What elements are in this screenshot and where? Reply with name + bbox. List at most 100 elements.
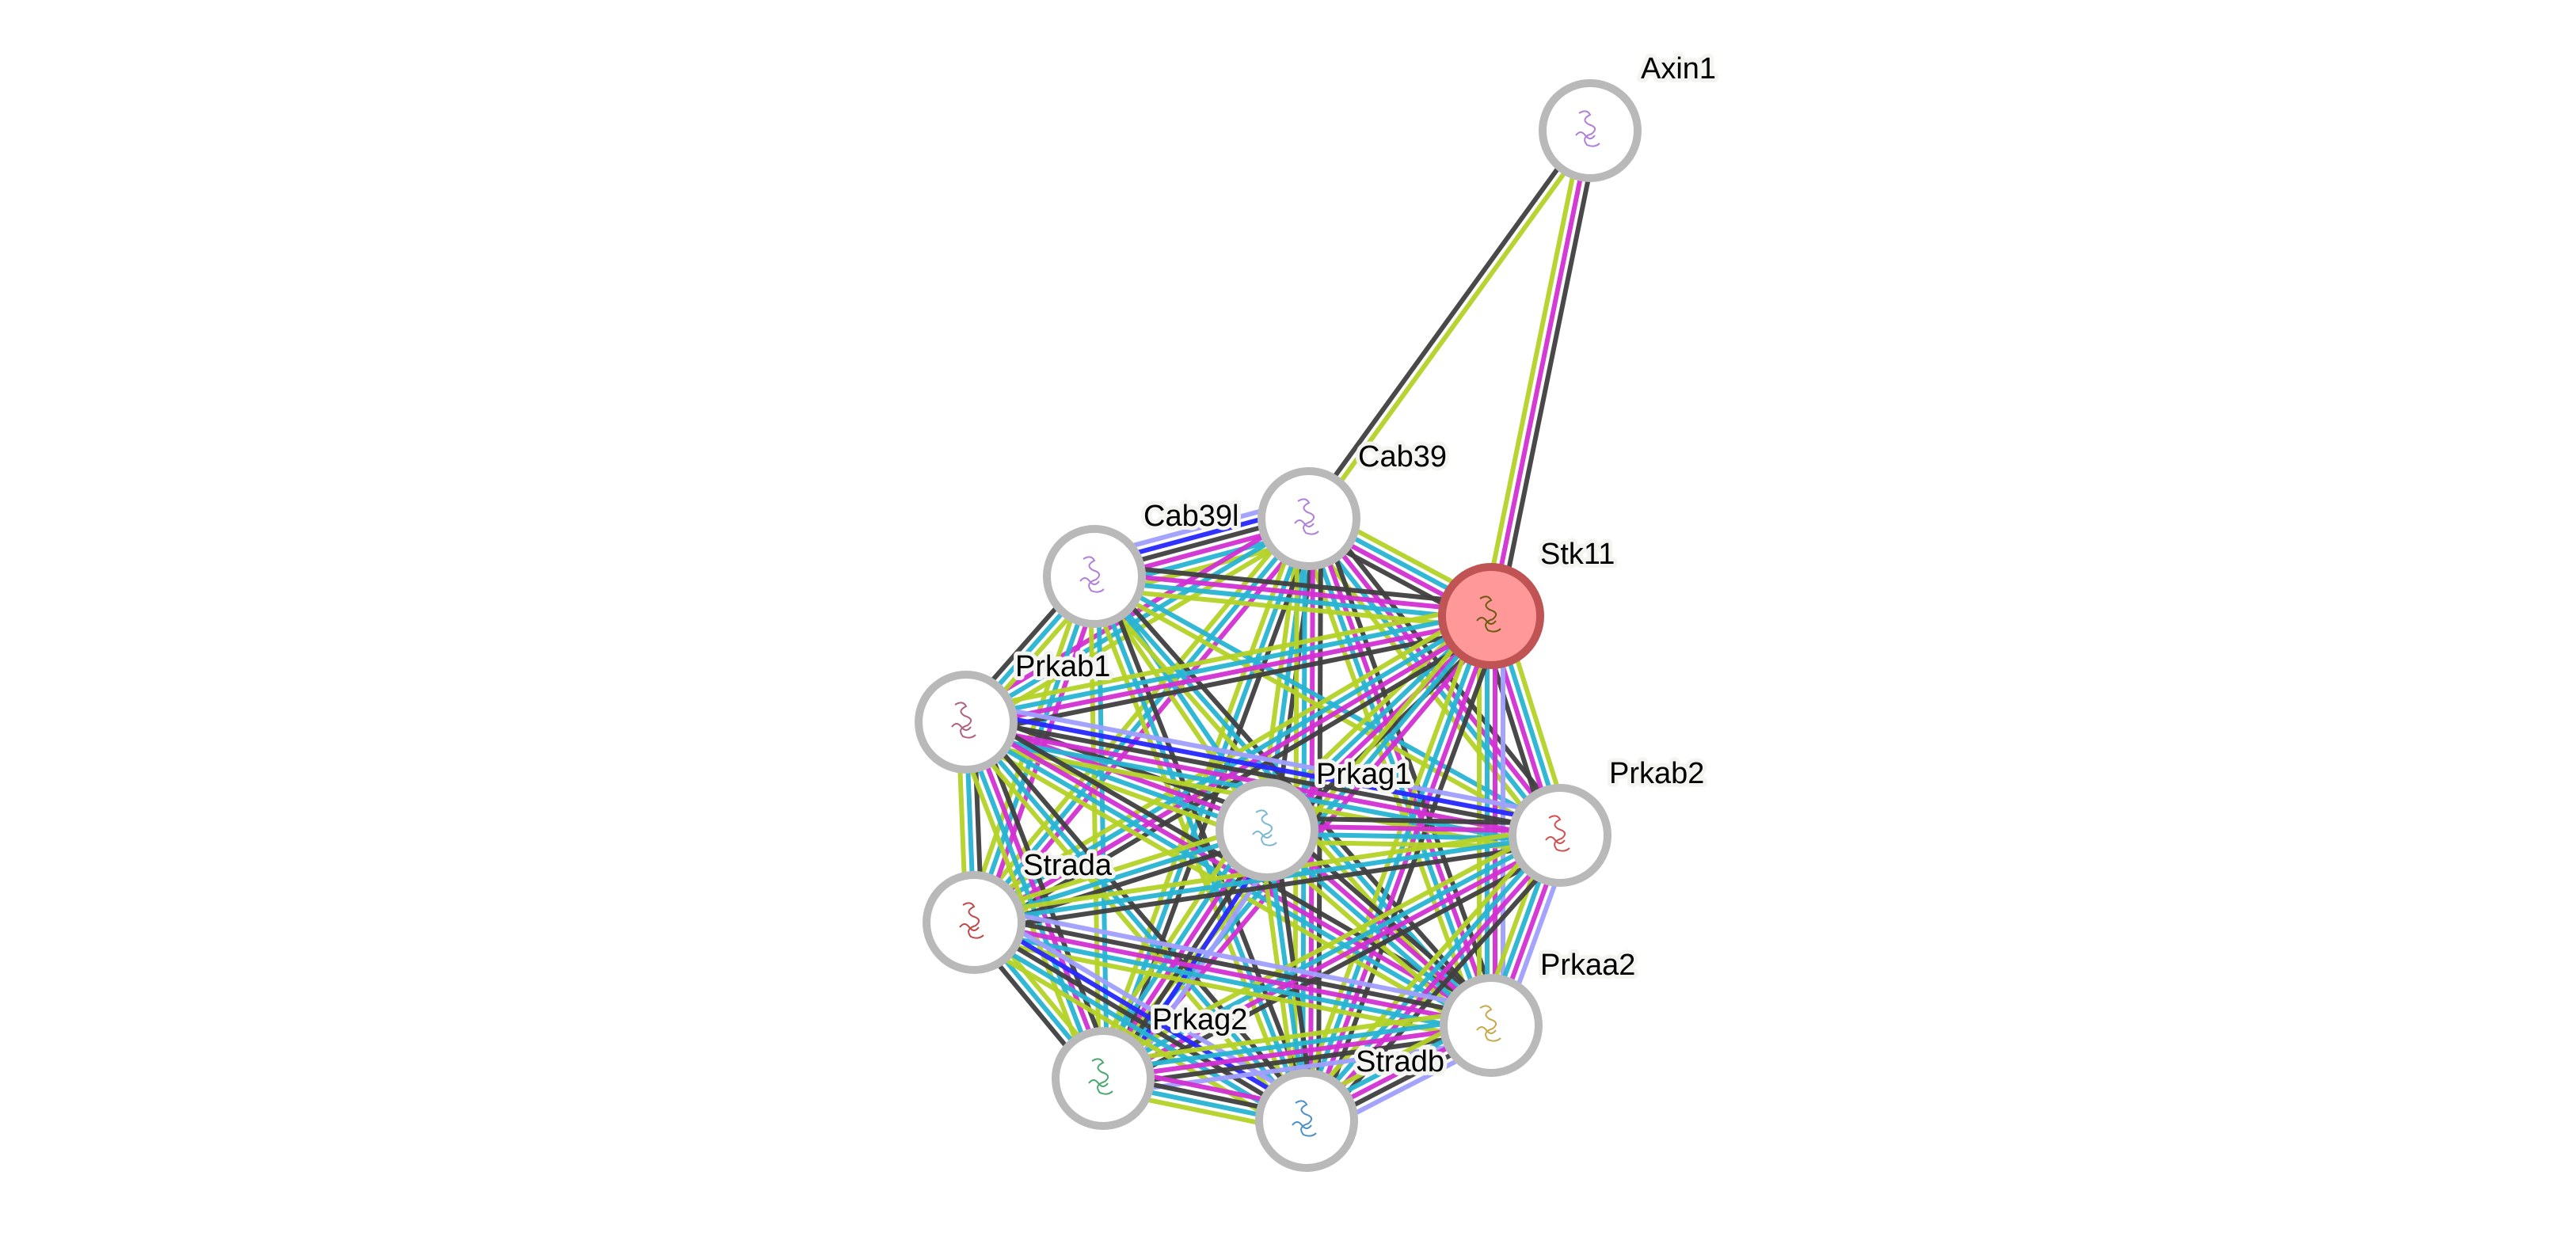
edge-evidence-homology[interactable] — [976, 904, 1495, 1013]
ribbon-glyph — [1252, 809, 1277, 846]
edge-evidence-textmining[interactable] — [1093, 585, 1490, 630]
edge-evidence-experiments[interactable] — [1103, 836, 1563, 1085]
edge-evidence-textmining[interactable] — [1481, 128, 1585, 615]
ribbon-glyph — [1545, 815, 1570, 852]
protein-structure-icon — [1476, 1005, 1501, 1042]
node-ring[interactable] — [1043, 525, 1146, 628]
ribbon-glyph — [1292, 1100, 1317, 1137]
edge-evidence-cooccurrence[interactable] — [968, 708, 1563, 827]
edge-evidence-databases[interactable] — [1094, 577, 1491, 622]
edge-evidence-databases[interactable] — [964, 721, 1309, 1122]
node-prkag2[interactable]: Prkag2 — [1052, 999, 1251, 1130]
edge-evidence-databases[interactable] — [972, 927, 1490, 1036]
protein-structure-icon — [951, 702, 976, 739]
ribbon-glyph — [1079, 556, 1105, 593]
protein-structure-icon — [1575, 110, 1600, 147]
edge-evidence-textmining[interactable] — [1296, 826, 1554, 1115]
node-label: Prkag2 — [1152, 1003, 1247, 1037]
edge-evidence-experiments[interactable] — [1489, 130, 1592, 617]
edge-evidence-experiments[interactable] — [967, 717, 1495, 1025]
node-stk11[interactable]: Stk11 — [1438, 534, 1619, 669]
edge-evidence-databases[interactable] — [1102, 1015, 1491, 1074]
ribbon-glyph — [1476, 1005, 1501, 1042]
node-label: Stradb — [1356, 1045, 1444, 1078]
node-prkab1[interactable]: Prkab1 — [915, 646, 1114, 774]
edge-evidence-experiments[interactable] — [1094, 570, 1492, 615]
edge-evidence-textmining[interactable] — [971, 820, 1265, 918]
edge-evidence-coexpression[interactable] — [975, 912, 1493, 1021]
node-ring[interactable] — [1440, 974, 1543, 1077]
ribbon-glyph — [1088, 1058, 1113, 1095]
node-ring[interactable] — [1258, 467, 1360, 570]
ribbon-glyph — [1575, 110, 1600, 147]
node-prkag1[interactable]: Prkag1 — [1216, 754, 1415, 881]
edge-evidence-homology[interactable] — [969, 700, 1565, 819]
node-strada[interactable]: Strada — [923, 845, 1117, 974]
edge-evidence-experiments[interactable] — [1102, 1023, 1492, 1081]
protein-structure-icon — [959, 902, 984, 939]
node-cab39l[interactable]: Cab39l — [1043, 496, 1242, 628]
node-ring[interactable] — [1509, 784, 1611, 887]
edge-evidence-experiments[interactable] — [973, 920, 1492, 1028]
edge-evidence-experiments[interactable] — [975, 617, 1495, 928]
protein-structure-icon — [1476, 595, 1501, 633]
edge-evidence-coexpression[interactable] — [1496, 131, 1600, 618]
node-ring[interactable] — [1539, 79, 1642, 182]
edge-evidence-experiments[interactable] — [966, 617, 1493, 728]
node-prkaa2[interactable]: Prkaa2 — [1440, 945, 1639, 1077]
edge-evidence-experiments[interactable] — [967, 720, 1109, 1078]
edge-evidence-databases[interactable] — [965, 516, 1311, 725]
edge-evidence-textmining[interactable] — [1310, 131, 1596, 523]
edge-evidence-cooccurrence[interactable] — [976, 913, 1312, 1116]
edge-evidence-databases[interactable] — [965, 610, 1491, 721]
edge-evidence-databases[interactable] — [960, 722, 1102, 1081]
edge-prkab2-stradb[interactable] — [1296, 826, 1571, 1130]
edge-evidence-coexpression[interactable] — [1303, 127, 1589, 518]
node-label: Stk11 — [1540, 538, 1615, 571]
node-label: Prkaa2 — [1540, 949, 1635, 982]
edge-evidence-textmining[interactable] — [1096, 823, 1556, 1071]
edge-evidence-experiments[interactable] — [961, 509, 1307, 717]
edge-evidence-coexpression[interactable] — [975, 840, 1562, 933]
nodes-layer: Axin1 Cab39 Cab39l Stk11 Prkab1 Prkag1 — [915, 48, 1720, 1172]
edge-evidence-coexpression[interactable] — [966, 716, 1562, 835]
edge-evidence-databases[interactable] — [970, 610, 1490, 922]
node-ring[interactable] — [1216, 778, 1318, 881]
node-ring[interactable] — [923, 871, 1025, 974]
edge-stk11-prkab1[interactable] — [963, 602, 1494, 736]
edge-evidence-coexpression[interactable] — [1313, 841, 1571, 1130]
edge-cab39l-stk11[interactable] — [1093, 562, 1493, 630]
protein-structure-icon — [1545, 815, 1570, 852]
node-ring[interactable] — [1438, 563, 1544, 669]
edge-axin1-cab39[interactable] — [1303, 127, 1596, 523]
edge-evidence-coexpression[interactable] — [972, 920, 1308, 1123]
node-ring[interactable] — [1255, 1069, 1358, 1172]
protein-structure-icon — [1292, 1100, 1317, 1137]
edge-axin1-stk11[interactable] — [1481, 128, 1600, 618]
node-label: Prkab1 — [1015, 650, 1110, 683]
node-label: Prkag1 — [1316, 758, 1411, 791]
edge-evidence-coexpression[interactable] — [1095, 562, 1493, 607]
protein-structure-icon — [1252, 809, 1277, 846]
node-ring[interactable] — [1052, 1027, 1155, 1130]
node-prkab2[interactable]: Prkab2 — [1509, 753, 1708, 887]
edge-evidence-databases[interactable] — [1095, 576, 1109, 1078]
node-cab39[interactable]: Cab39 — [1258, 436, 1451, 570]
protein-structure-icon — [1294, 498, 1319, 535]
edge-evidence-experiments[interactable] — [1307, 836, 1565, 1125]
edge-evidence-coexpression[interactable] — [1315, 619, 1505, 1126]
edge-evidence-textmining[interactable] — [1100, 1007, 1490, 1066]
edge-evidence-coexpression[interactable] — [968, 625, 1494, 736]
node-ring[interactable] — [915, 671, 1018, 774]
edge-evidence-databases[interactable] — [1094, 571, 1563, 835]
edge-evidence-databases[interactable] — [1302, 831, 1559, 1120]
node-stradb[interactable]: Stradb — [1255, 1041, 1448, 1172]
node-label: Prkab2 — [1609, 757, 1704, 790]
edge-evidence-coexpression[interactable] — [1108, 520, 1319, 1082]
node-axin1[interactable]: Axin1 — [1539, 48, 1720, 182]
ribbon-glyph — [959, 902, 984, 939]
ribbon-glyph — [1476, 595, 1501, 633]
edge-evidence-textmining[interactable] — [963, 602, 1490, 713]
node-label: Axin1 — [1641, 52, 1716, 86]
protein-structure-icon — [1088, 1058, 1113, 1095]
